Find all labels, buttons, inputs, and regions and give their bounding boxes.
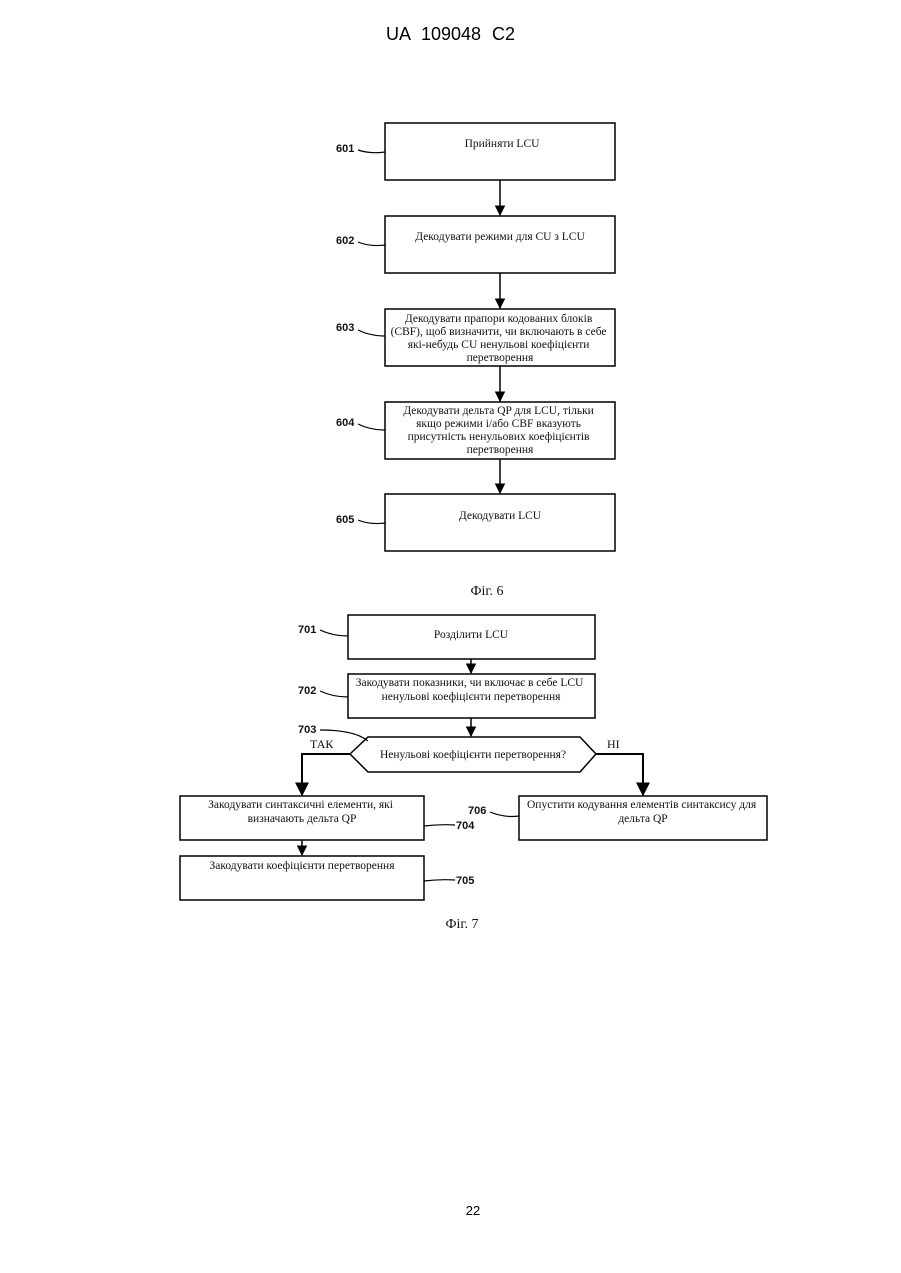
- fig6-box-605: [385, 494, 615, 551]
- fig7-ref-704: 704: [456, 820, 475, 832]
- fig6-text-605: Декодувати LCU: [459, 510, 542, 522]
- fig7-leader-704: [424, 825, 455, 826]
- fig6-flowchart: 601 602 603 604 605 Прийняти LCU Декодув…: [336, 123, 615, 599]
- fig7-text-703: Ненульові коефіцієнти перетворення?: [380, 749, 566, 761]
- fig7-ref-701: 701: [298, 624, 316, 636]
- fig6-leader-603: [358, 330, 385, 336]
- fig7-ref-703: 703: [298, 724, 316, 736]
- fig7-ref-706: 706: [468, 805, 486, 817]
- fig7-no-label: НІ: [607, 737, 620, 751]
- fig7-yes-label: ТАК: [310, 737, 334, 751]
- fig7-leader-705: [424, 880, 455, 881]
- fig6-ref-601: 601: [336, 143, 354, 155]
- fig7-arrow-yes: [302, 754, 350, 795]
- fig7-arrow-no: [596, 754, 643, 795]
- fig6-ref-604: 604: [336, 417, 355, 429]
- fig7-leader-701: [320, 630, 348, 636]
- fig7-flowchart: 701 702 703 704 705 706 ТАК НІ Розділити…: [180, 615, 767, 932]
- fig6-caption: Фіг. 6: [470, 584, 503, 599]
- fig7-ref-702: 702: [298, 685, 316, 697]
- fig7-caption: Фіг. 7: [445, 917, 478, 932]
- page-number: 22: [0, 1203, 901, 1218]
- fig6-text-601: Прийняти LCU: [465, 138, 541, 150]
- fig6-leader-601: [358, 150, 385, 153]
- fig6-box-602: [385, 216, 615, 273]
- fig7-text-705: Закодувати коефіцієнти перетворення: [210, 860, 396, 872]
- fig6-box-601: [385, 123, 615, 180]
- fig7-text-701: Розділити LCU: [434, 629, 509, 641]
- fig6-ref-603: 603: [336, 322, 354, 334]
- fig7-leader-702: [320, 691, 348, 697]
- fig7-leader-706: [490, 812, 519, 817]
- fig6-ref-602: 602: [336, 235, 354, 247]
- fig7-ref-705: 705: [456, 875, 474, 887]
- fig6-ref-605: 605: [336, 514, 354, 526]
- fig6-text-602: Декодувати режими для CU з LCU: [415, 231, 585, 243]
- fig6-leader-602: [358, 242, 385, 246]
- fig6-leader-605: [358, 520, 385, 524]
- fig6-leader-604: [358, 424, 385, 430]
